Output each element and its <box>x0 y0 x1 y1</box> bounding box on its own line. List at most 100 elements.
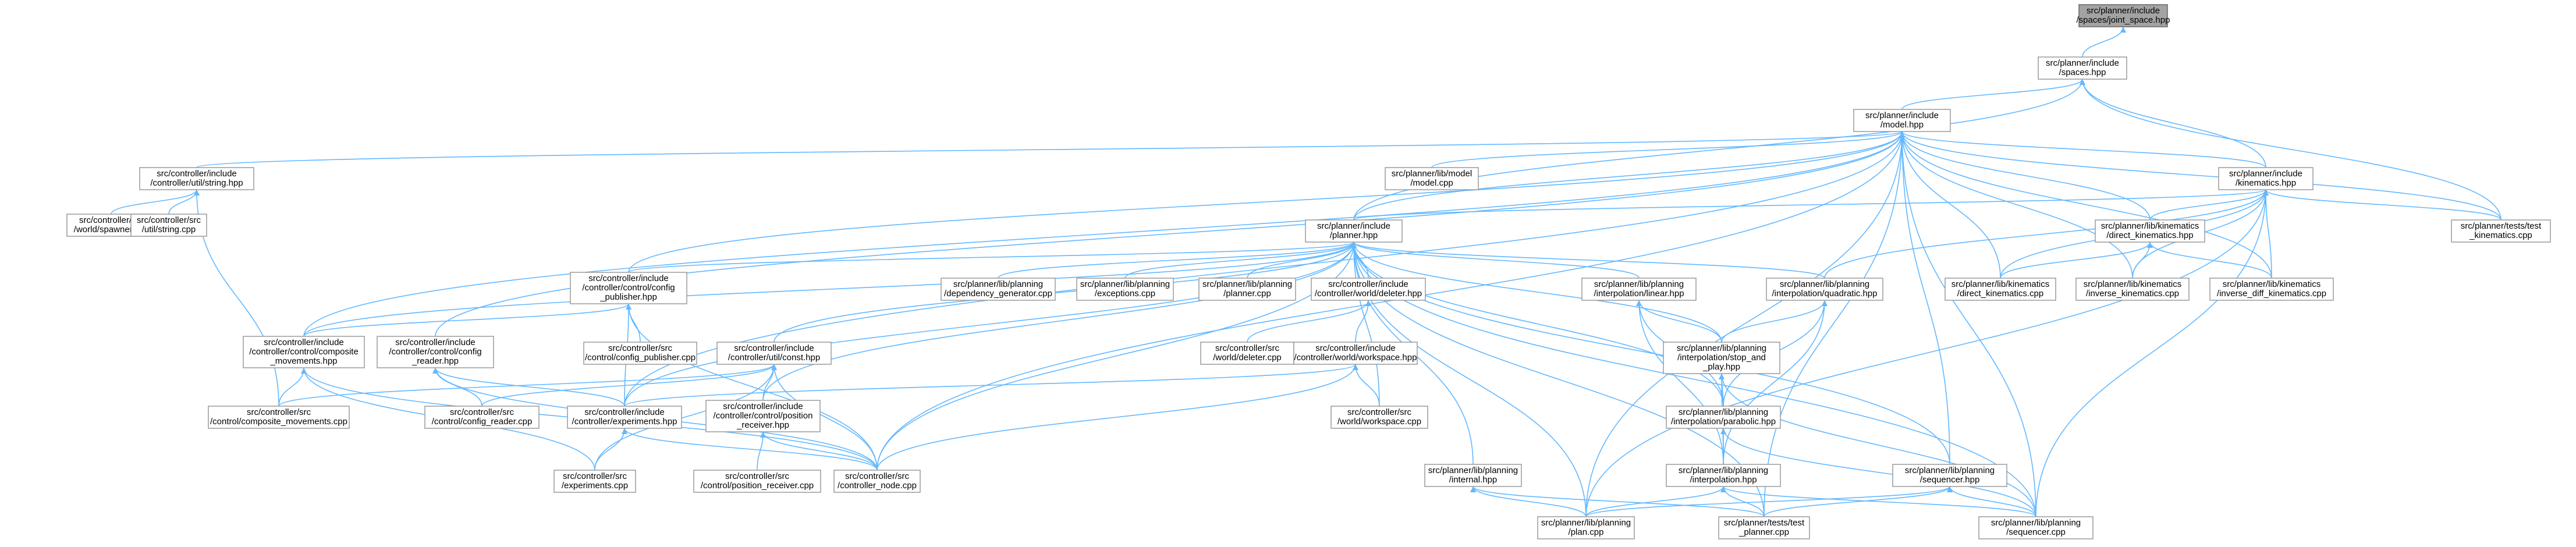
node-box <box>583 342 697 365</box>
node-box <box>1330 406 1428 429</box>
node-workspace-cpp[interactable]: src/controller/src/world/workspace.cpp <box>1330 406 1428 429</box>
node-composite-movements-hpp[interactable]: src/controller/include/controller/contro… <box>243 336 365 368</box>
node-linear-hpp[interactable]: src/planner/lib/planning/interpolation/l… <box>1581 278 1697 301</box>
node-label-line: /spaces/joint_space.hpp <box>2077 15 2170 25</box>
node-label-line: src/controller/include <box>1315 343 1396 353</box>
node-label-line: src/controller/src <box>563 471 627 481</box>
arrowhead-internal_hpp-to-test_planner <box>1470 486 1476 492</box>
node-inverse-kin-cpp[interactable]: src/planner/lib/kinematics/inverse_kinem… <box>2075 278 2190 301</box>
node-composite-movements-cpp[interactable]: src/controller/src/control/composite_mov… <box>208 406 350 429</box>
edge-stop_and_play_hpp-to-sequencer_cpp <box>1721 373 2036 517</box>
node-direct-kin-hpp[interactable]: src/planner/lib/kinematics/direct_kinema… <box>2095 219 2205 243</box>
node-exceptions[interactable]: src/planner/lib/planning/exceptions.cpp <box>1076 278 1174 301</box>
node-box <box>1198 278 1296 301</box>
node-const-hpp[interactable]: src/controller/include/controller/util/c… <box>716 342 832 365</box>
node-label-line: src/planner/include <box>2046 58 2119 68</box>
edge-internal_hpp-to-test_planner <box>1472 486 1765 517</box>
node-label-line: /direct_kinematics.cpp <box>1957 289 2043 299</box>
arrowhead-const_hpp-to-controller_node_cpp <box>771 364 777 370</box>
edge-quadratic_hpp-to-stop_and_play_hpp <box>1721 300 1825 343</box>
node-config-publisher-cpp[interactable]: src/controller/src/control/config_publis… <box>583 342 697 365</box>
graph-nodes: src/planner/include/spaces/joint_space.h… <box>66 4 2551 539</box>
node-label-line: src/planner/lib/planning <box>1679 466 1768 475</box>
node-label-line: /sequencer.cpp <box>2006 527 2066 537</box>
edge-quadratic_hpp-to-interpolation_hpp <box>1723 300 1825 465</box>
node-position-receiver-hpp[interactable]: src/controller/include/controller/contro… <box>705 400 821 432</box>
arrowhead-deleter_hpp-to-workspace_hpp <box>1365 300 1371 306</box>
node-label-line: /world/workspace.cpp <box>1337 417 1421 427</box>
node-label-line: /world/deleter.cpp <box>1213 353 1282 363</box>
edge-composite_movements_hpp-to-composite_movements_cpp <box>278 367 304 407</box>
node-box <box>2451 219 2551 243</box>
node-experiments-hpp[interactable]: src/controller/include/controller/experi… <box>567 406 682 429</box>
node-deleter-hpp[interactable]: src/controller/include/controller/world/… <box>1311 278 1426 301</box>
node-dependency-generator[interactable]: src/planner/lib/planning/dependency_gene… <box>941 278 1056 301</box>
edge-config_publisher_hpp-to-composite_movements_hpp <box>303 303 629 337</box>
edge-model-to-planner_hpp <box>1353 131 1903 221</box>
node-inverse-diff-kin-cpp[interactable]: src/planner/lib/kinematics/inverse_diff_… <box>2209 278 2334 301</box>
node-direct-kin-cpp[interactable]: src/planner/lib/kinematics/direct_kinema… <box>1945 278 2056 301</box>
node-test-planner[interactable]: src/planner/tests/test_planner.cpp <box>1718 516 1810 539</box>
arrowhead-util_string_hpp-to-composite_movements_cpp <box>194 190 200 196</box>
node-planner-cpp[interactable]: src/planner/lib/planning/planner.cpp <box>1198 278 1296 301</box>
arrowhead-interpolation_hpp-to-sequencer_cpp <box>1720 486 1726 492</box>
node-kinematics[interactable]: src/planner/include/kinematics.hpp <box>2218 167 2314 190</box>
node-workspace-hpp[interactable]: src/controller/include/controller/world/… <box>1293 342 1418 365</box>
node-spaces[interactable]: src/planner/include/spaces.hpp <box>2038 56 2127 80</box>
node-util-string-cpp[interactable]: src/controller/src/util/string.cpp <box>130 214 207 237</box>
node-label-line: /controller/control/position <box>714 411 813 421</box>
node-config-reader-hpp[interactable]: src/controller/include/controller/contro… <box>377 336 494 368</box>
node-label-line: /interpolation/stop_and <box>1677 353 1766 363</box>
arrowhead-quadratic_hpp-to-interpolation_hpp <box>1822 300 1828 306</box>
node-box <box>1311 278 1426 301</box>
node-model-cpp[interactable]: src/planner/lib/model/model.cpp <box>1385 167 1479 190</box>
edge-spaces-to-test_kinematics <box>2082 79 2502 221</box>
node-box <box>2038 56 2127 80</box>
node-box <box>1581 278 1697 301</box>
node-model[interactable]: src/planner/include/model.hpp <box>1853 109 1951 132</box>
arrowhead-experiments_hpp-to-controller_node_cpp <box>622 428 627 434</box>
node-label-line: /controller_node.cpp <box>838 481 917 491</box>
arrowhead-linear_hpp-to-interpolation_hpp <box>1636 300 1642 306</box>
edge-linear_hpp-to-interpolation_hpp <box>1638 300 1724 465</box>
node-label-line: _kinematics.cpp <box>2469 230 2532 240</box>
node-config-reader-cpp[interactable]: src/controller/src/control/config_reader… <box>424 406 540 429</box>
node-test-kinematics[interactable]: src/planner/tests/test_kinematics.cpp <box>2451 219 2551 243</box>
arrowhead-direct_kin_hpp-to-inverse_diff_kin_cpp <box>2147 242 2153 248</box>
node-stop-and-play-hpp[interactable]: src/planner/lib/planning/interpolation/s… <box>1663 342 1780 374</box>
node-label-line: src/planner/include <box>2087 6 2160 16</box>
node-box <box>567 406 682 429</box>
node-config-publisher-hpp[interactable]: src/controller/include/controller/contro… <box>570 272 687 304</box>
node-label-line: /model.cpp <box>1410 178 1453 188</box>
edge-planner_hpp-to-const_hpp <box>773 241 1354 343</box>
node-experiments-cpp[interactable]: src/controller/src/experiments.cpp <box>553 470 636 493</box>
node-deleter-cpp[interactable]: src/controller/src/world/deleter.cpp <box>1200 342 1294 365</box>
node-interpolation-hpp[interactable]: src/planner/lib/planning/interpolation.h… <box>1666 464 1781 487</box>
node-box <box>693 470 821 493</box>
node-planner-hpp[interactable]: src/planner/include/planner.hpp <box>1305 219 1403 243</box>
node-box <box>705 400 821 432</box>
node-label-line: src/controller/include <box>734 343 814 353</box>
node-sequencer-hpp[interactable]: src/planner/lib/planning/sequencer.hpp <box>1892 464 2007 487</box>
edge-model-to-test_planner <box>1764 131 1903 517</box>
edge-kinematics-to-sequencer_cpp <box>2035 189 2266 517</box>
node-internal-hpp[interactable]: src/planner/lib/planning/internal.hpp <box>1424 464 1522 487</box>
edge-internal_hpp-to-plan_cpp <box>1472 486 1587 517</box>
edge-direct_kin_hpp-to-inverse_diff_kin_cpp <box>2149 241 2272 279</box>
node-label-line: /interpolation/quadratic.hpp <box>1772 289 1878 299</box>
node-position-receiver-cpp[interactable]: src/controller/src/control/position_rece… <box>693 470 821 493</box>
node-parabolic-hpp[interactable]: src/planner/lib/planning/interpolation/p… <box>1666 406 1781 429</box>
node-sequencer-cpp[interactable]: src/planner/lib/planning/sequencer.cpp <box>1978 516 2094 539</box>
node-box <box>1853 109 1951 132</box>
edge-sequencer_hpp-to-sequencer_cpp <box>1949 486 2036 517</box>
node-util-string-hpp[interactable]: src/controller/include/controller/util/s… <box>139 167 254 190</box>
node-controller-node-cpp[interactable]: src/controller/src/controller_node.cpp <box>833 470 921 493</box>
node-box <box>139 167 254 190</box>
edge-planner_hpp-to-planner_cpp <box>1247 241 1354 279</box>
arrowhead-workspace_hpp-to-controller_node_cpp <box>1353 364 1358 370</box>
edge-kinematics-to-quadratic_hpp <box>1824 189 2266 279</box>
node-label-line: /controller/world/deleter.hpp <box>1315 289 1422 299</box>
node-plan-cpp[interactable]: src/planner/lib/planning/plan.cpp <box>1537 516 1635 539</box>
edge-sequencer_hpp-to-plan_cpp <box>1585 486 1950 517</box>
node-quadratic-hpp[interactable]: src/planner/lib/planning/interpolation/q… <box>1766 278 1883 301</box>
